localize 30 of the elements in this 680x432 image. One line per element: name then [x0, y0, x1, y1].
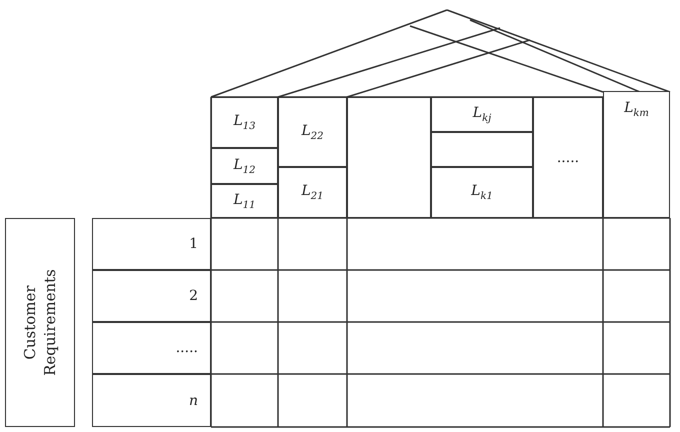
header-cell	[278, 97, 347, 167]
header-cell	[211, 97, 278, 148]
row-label-cell	[92, 374, 211, 427]
cell-label: L$_{11}$	[233, 192, 256, 210]
cell-label: L$_{21}$	[301, 183, 324, 202]
cell-label: .....	[176, 340, 198, 356]
cell-label: L$_{kj}$	[472, 105, 492, 124]
row-label-cell	[92, 322, 211, 374]
cell-label: 2	[189, 288, 198, 304]
cell-label: n	[188, 392, 198, 408]
cell-label: L$_{12}$	[233, 156, 256, 176]
empty-cell	[347, 97, 431, 218]
cell-label: L$_{22}$	[301, 122, 324, 142]
header-cell	[211, 184, 278, 218]
row-label-cell	[92, 218, 211, 270]
cell-label: L$_{k1}$	[471, 183, 493, 202]
axis-title: Customer Requirements	[20, 269, 60, 376]
header-cell	[211, 148, 278, 184]
cell-label: .....	[556, 150, 580, 166]
header-cell	[533, 97, 603, 218]
header-cell	[278, 167, 347, 218]
cell-label: 1	[189, 236, 198, 252]
column-header-box	[603, 91, 670, 218]
cell-label: L$_{13}$	[233, 113, 256, 132]
row-header-box	[5, 218, 75, 427]
cell-label: L$_{km}$	[624, 100, 649, 119]
header-cell	[431, 167, 533, 218]
header-cell	[431, 97, 533, 132]
row-label-cell	[92, 270, 211, 322]
empty-cell	[431, 132, 533, 167]
